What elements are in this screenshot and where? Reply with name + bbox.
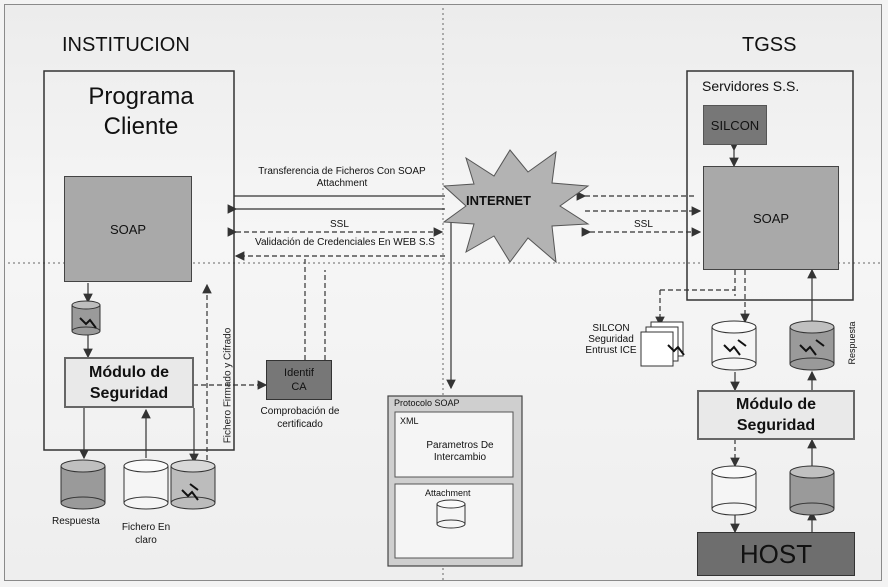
silcon-label: SILCON (710, 117, 760, 133)
internet-burst (442, 149, 590, 264)
db-cylinder-small (71, 300, 101, 336)
response-right-label: Respuesta (847, 321, 857, 365)
attachment-label: Attachment (425, 488, 471, 498)
db-cylinder-response (60, 459, 106, 510)
host-label: HOST (739, 538, 813, 569)
plain-file-db-label: Fichero En claro (121, 522, 171, 546)
db-cylinder-plain-file (123, 459, 169, 510)
xml-box (394, 411, 514, 478)
soap-box-right: SOAP (703, 166, 839, 270)
signing-label: Fichero Firmado y Cifrado (222, 327, 234, 444)
host-box: HOST (697, 532, 855, 576)
db-cylinder-right-3 (789, 465, 835, 516)
document-stack-icon (640, 321, 684, 367)
security-module-left: Módulo de Seguridad (64, 357, 194, 408)
soap-box-left: SOAP (64, 176, 192, 282)
security-module-right: Módulo de Seguridad (697, 390, 855, 440)
ssl-right-label: SSL (634, 219, 653, 230)
cert-check-label: Comprobación de certificado (260, 406, 340, 430)
security-module-right-label: Módulo de Seguridad (736, 396, 816, 434)
security-module-left-label: Módulo de Seguridad (89, 363, 169, 402)
tgss-title: TGSS (742, 34, 797, 56)
db-cylinder-right-response (789, 320, 835, 371)
client-program-title: Programa Cliente (88, 83, 194, 140)
silcon-box: SILCON (703, 105, 767, 145)
soap-label-left: SOAP (109, 221, 147, 237)
ca-box-label: Identif CA (284, 367, 314, 393)
attachment-db (436, 499, 466, 529)
transfer-label: Transferencia de Ficheros Con SOAP Attac… (258, 166, 426, 189)
response-db-label: Respuesta (52, 516, 100, 527)
soap-label-right: SOAP (752, 210, 790, 226)
silcon-secure-label: SILCON Seguridad Entrust ICE (585, 323, 637, 356)
xml-label: XML (400, 416, 419, 426)
db-cylinder-right-1 (711, 320, 757, 371)
validation-label: Validación de Credenciales En WEB S.S (255, 237, 435, 248)
db-cylinder-signed (170, 459, 216, 510)
ca-box: Identif CA (266, 360, 332, 400)
internet-label: INTERNET (466, 193, 531, 208)
client-program-outline (43, 70, 235, 451)
servers-outline (686, 70, 854, 301)
params-label: Parametros De Intercambio (426, 440, 494, 463)
ssl-left-label: SSL (330, 219, 349, 230)
institution-title: INSTITUCION (62, 34, 190, 56)
db-cylinder-right-2 (711, 465, 757, 516)
protocol-title: Protocolo SOAP (394, 398, 460, 408)
servers-label: Servidores S.S. (702, 78, 800, 94)
